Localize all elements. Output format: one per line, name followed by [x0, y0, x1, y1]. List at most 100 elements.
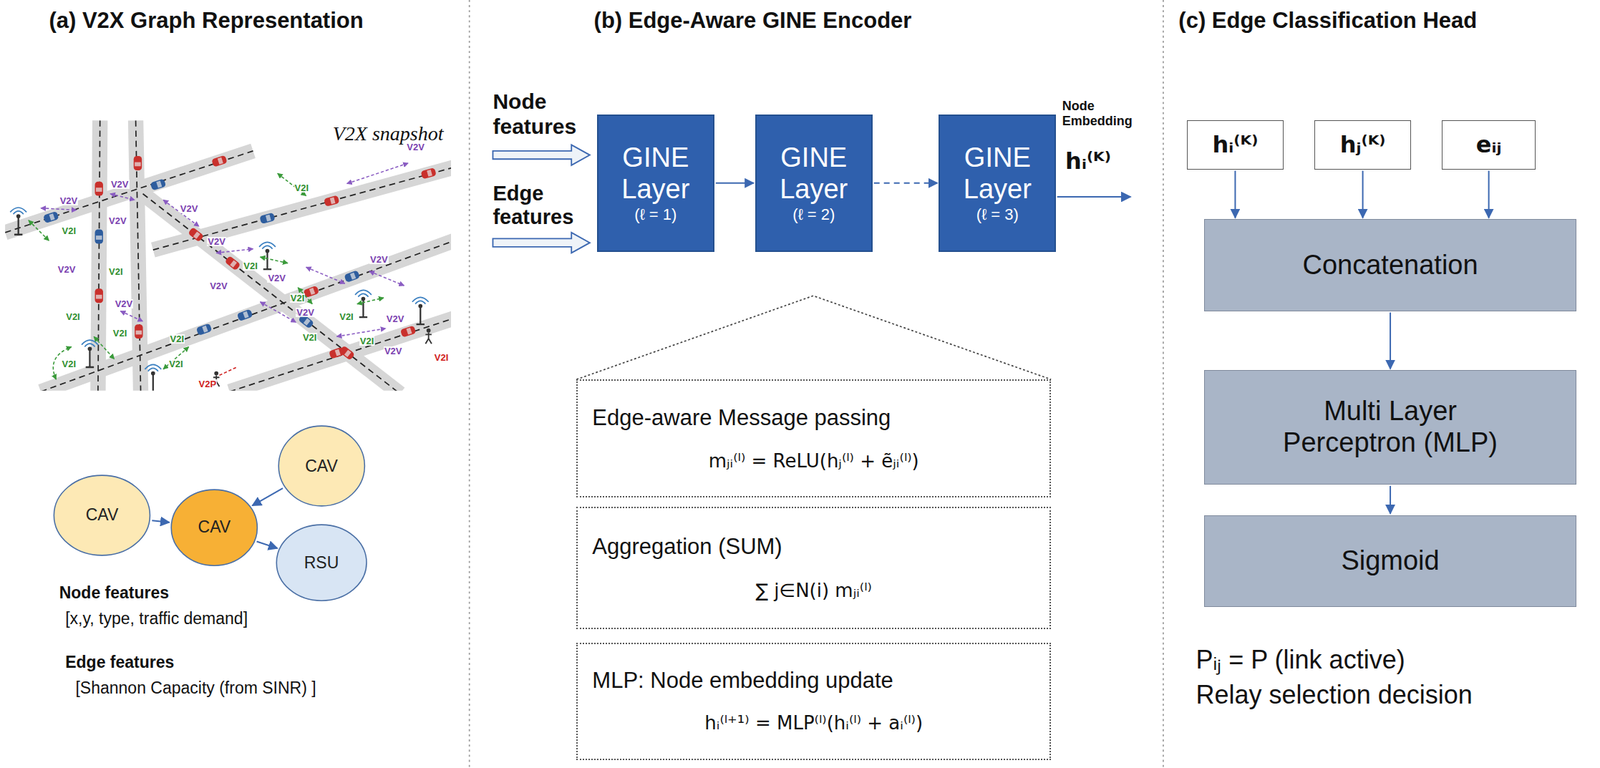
- process-box: hᵢ⁽ᴷ⁾: [1186, 120, 1284, 169]
- node-text: hⱼ⁽ᴷ⁾: [1340, 131, 1386, 159]
- connector-arrow: [715, 182, 754, 184]
- formula-text: ∑ j∈N(i) mⱼᵢ⁽ˡ⁾: [592, 580, 1036, 603]
- link-type-label: V2V: [179, 204, 200, 214]
- decoration-line: [347, 163, 409, 184]
- decoration-use: [10, 207, 27, 235]
- panel-title: (c) Edge Classification Head: [1178, 7, 1477, 34]
- decoration-line: [259, 257, 288, 264]
- graph-node-ellipse: CAV: [170, 488, 259, 567]
- decoration-line: [306, 267, 346, 284]
- decoration-line: [153, 167, 452, 250]
- link-type-label: V2V: [110, 179, 130, 189]
- link-type-label: V2V: [206, 236, 227, 247]
- node-text: hᵢ⁽ᴷ⁾: [1212, 131, 1259, 159]
- text-label: Pᵢⱼ = P (link active): [1196, 645, 1406, 675]
- connector-arrow: [1389, 486, 1391, 515]
- decoration-use: [343, 269, 361, 283]
- decoration-line: [98, 120, 101, 391]
- detail-box: Aggregation (SUM) ∑ j∈N(i) mⱼᵢ⁽ˡ⁾: [576, 506, 1051, 630]
- formula-text: mⱼᵢ⁽ˡ⁾ = ReLU(hⱼ⁽ˡ⁾ + ẽⱼᵢ⁽ˡ⁾): [592, 451, 1036, 473]
- process-box: Sigmoid: [1204, 515, 1577, 608]
- decoration-use: [211, 155, 228, 168]
- process-box: GINE Layer(ℓ = 2): [755, 114, 873, 252]
- decoration-polygon: [492, 232, 590, 253]
- text-label: hᵢ⁽ᴷ⁾: [1065, 148, 1112, 175]
- decoration-line: [98, 120, 101, 391]
- decoration-use: [95, 288, 104, 303]
- decoration-line: [143, 194, 401, 391]
- ellipse-shape: [276, 525, 367, 602]
- decoration-g: [5, 120, 452, 391]
- link-type-label: V2I: [302, 332, 318, 343]
- decoration-use: [224, 255, 242, 271]
- text-label: Edge features: [65, 652, 174, 672]
- link-type-label: V2I: [433, 352, 450, 363]
- decoration-use: [144, 364, 162, 391]
- node-text: eᵢⱼ: [1476, 131, 1502, 159]
- link-type-label: V2I: [65, 312, 81, 322]
- decoration-line: [163, 199, 200, 227]
- panel-title: (a) V2X Graph Representation: [48, 7, 363, 34]
- decoration-line: [28, 220, 50, 241]
- decoration-line: [229, 318, 452, 391]
- decoration-line: [40, 240, 452, 391]
- link-type-label: V2V: [405, 142, 426, 152]
- decoration-use: [420, 167, 437, 179]
- decoration-line: [120, 311, 143, 322]
- node-text: CAV: [304, 456, 338, 476]
- decoration-use: [425, 328, 432, 344]
- node-text: GINE Layer: [604, 142, 708, 205]
- link-type-label: V2V: [57, 264, 77, 275]
- text-label: Node features: [492, 89, 577, 139]
- link-type-label: V2I: [242, 261, 259, 271]
- panel-title: (b) Edge-Aware GINE Encoder: [594, 7, 913, 34]
- ellipse-shape: [171, 489, 258, 566]
- decoration-line: [5, 151, 253, 233]
- decoration-line: [369, 271, 404, 286]
- connector-arrow: [257, 541, 278, 549]
- link-type-label: V2V: [59, 196, 79, 206]
- node-text: RSU: [304, 553, 340, 572]
- link-type-label: V2V: [369, 254, 389, 265]
- formula-text: hᵢ⁽ˡ⁺¹⁾ = MLP⁽ˡ⁾(hᵢ⁽ˡ⁾ + aᵢ⁽ˡ⁾): [592, 713, 1036, 735]
- connector-arrow: [252, 488, 284, 506]
- process-box: Multi Layer Perceptron (MLP): [1204, 370, 1577, 485]
- decoration-line: [153, 167, 452, 250]
- decoration-use: [95, 229, 104, 245]
- decoration-polygon: [492, 144, 590, 165]
- node-text: MLP: Node embedding update: [592, 667, 1036, 694]
- node-text: GINE Layer: [762, 142, 866, 205]
- decoration-line: [1162, 0, 1165, 768]
- decoration-line: [40, 240, 452, 391]
- process-box: Concatenation: [1204, 219, 1577, 311]
- decoration-use: [42, 211, 60, 224]
- link-type-label: V2I: [61, 226, 78, 236]
- graph-node-ellipse: CAV: [277, 425, 366, 507]
- decoration-line: [1057, 196, 1132, 198]
- decoration-use: [323, 195, 340, 207]
- node-text: Concatenation: [1302, 249, 1479, 282]
- decoration-line: [259, 302, 296, 323]
- connector-arrow: [1488, 171, 1490, 219]
- link-type-label: V2I: [338, 312, 355, 322]
- node-text: CAV: [85, 505, 119, 525]
- decoration-polyline: [576, 295, 1051, 380]
- link-type-label: V2I: [61, 359, 78, 369]
- decoration-use: [150, 178, 167, 191]
- decoration-use: [328, 347, 346, 360]
- node-text: CAV: [198, 517, 232, 537]
- decoration-use: [236, 309, 254, 323]
- link-type-label: V2V: [383, 346, 404, 356]
- process-box: GINE Layer(ℓ = 3): [938, 114, 1056, 252]
- decoration-line: [336, 328, 386, 337]
- node-subtext: (ℓ = 1): [634, 205, 677, 224]
- node-text: Multi Layer Perceptron (MLP): [1268, 395, 1512, 459]
- node-text: Edge-aware Message passing: [592, 405, 1036, 431]
- link-type-label: V2V: [209, 281, 229, 291]
- decoration-use: [412, 297, 429, 325]
- node-text: Aggregation (SUM): [592, 534, 1036, 560]
- process-box: GINE Layer(ℓ = 1): [597, 114, 715, 252]
- process-box: eᵢⱼ: [1441, 120, 1536, 169]
- decoration-line: [163, 346, 189, 369]
- connector-arrow: [874, 182, 938, 184]
